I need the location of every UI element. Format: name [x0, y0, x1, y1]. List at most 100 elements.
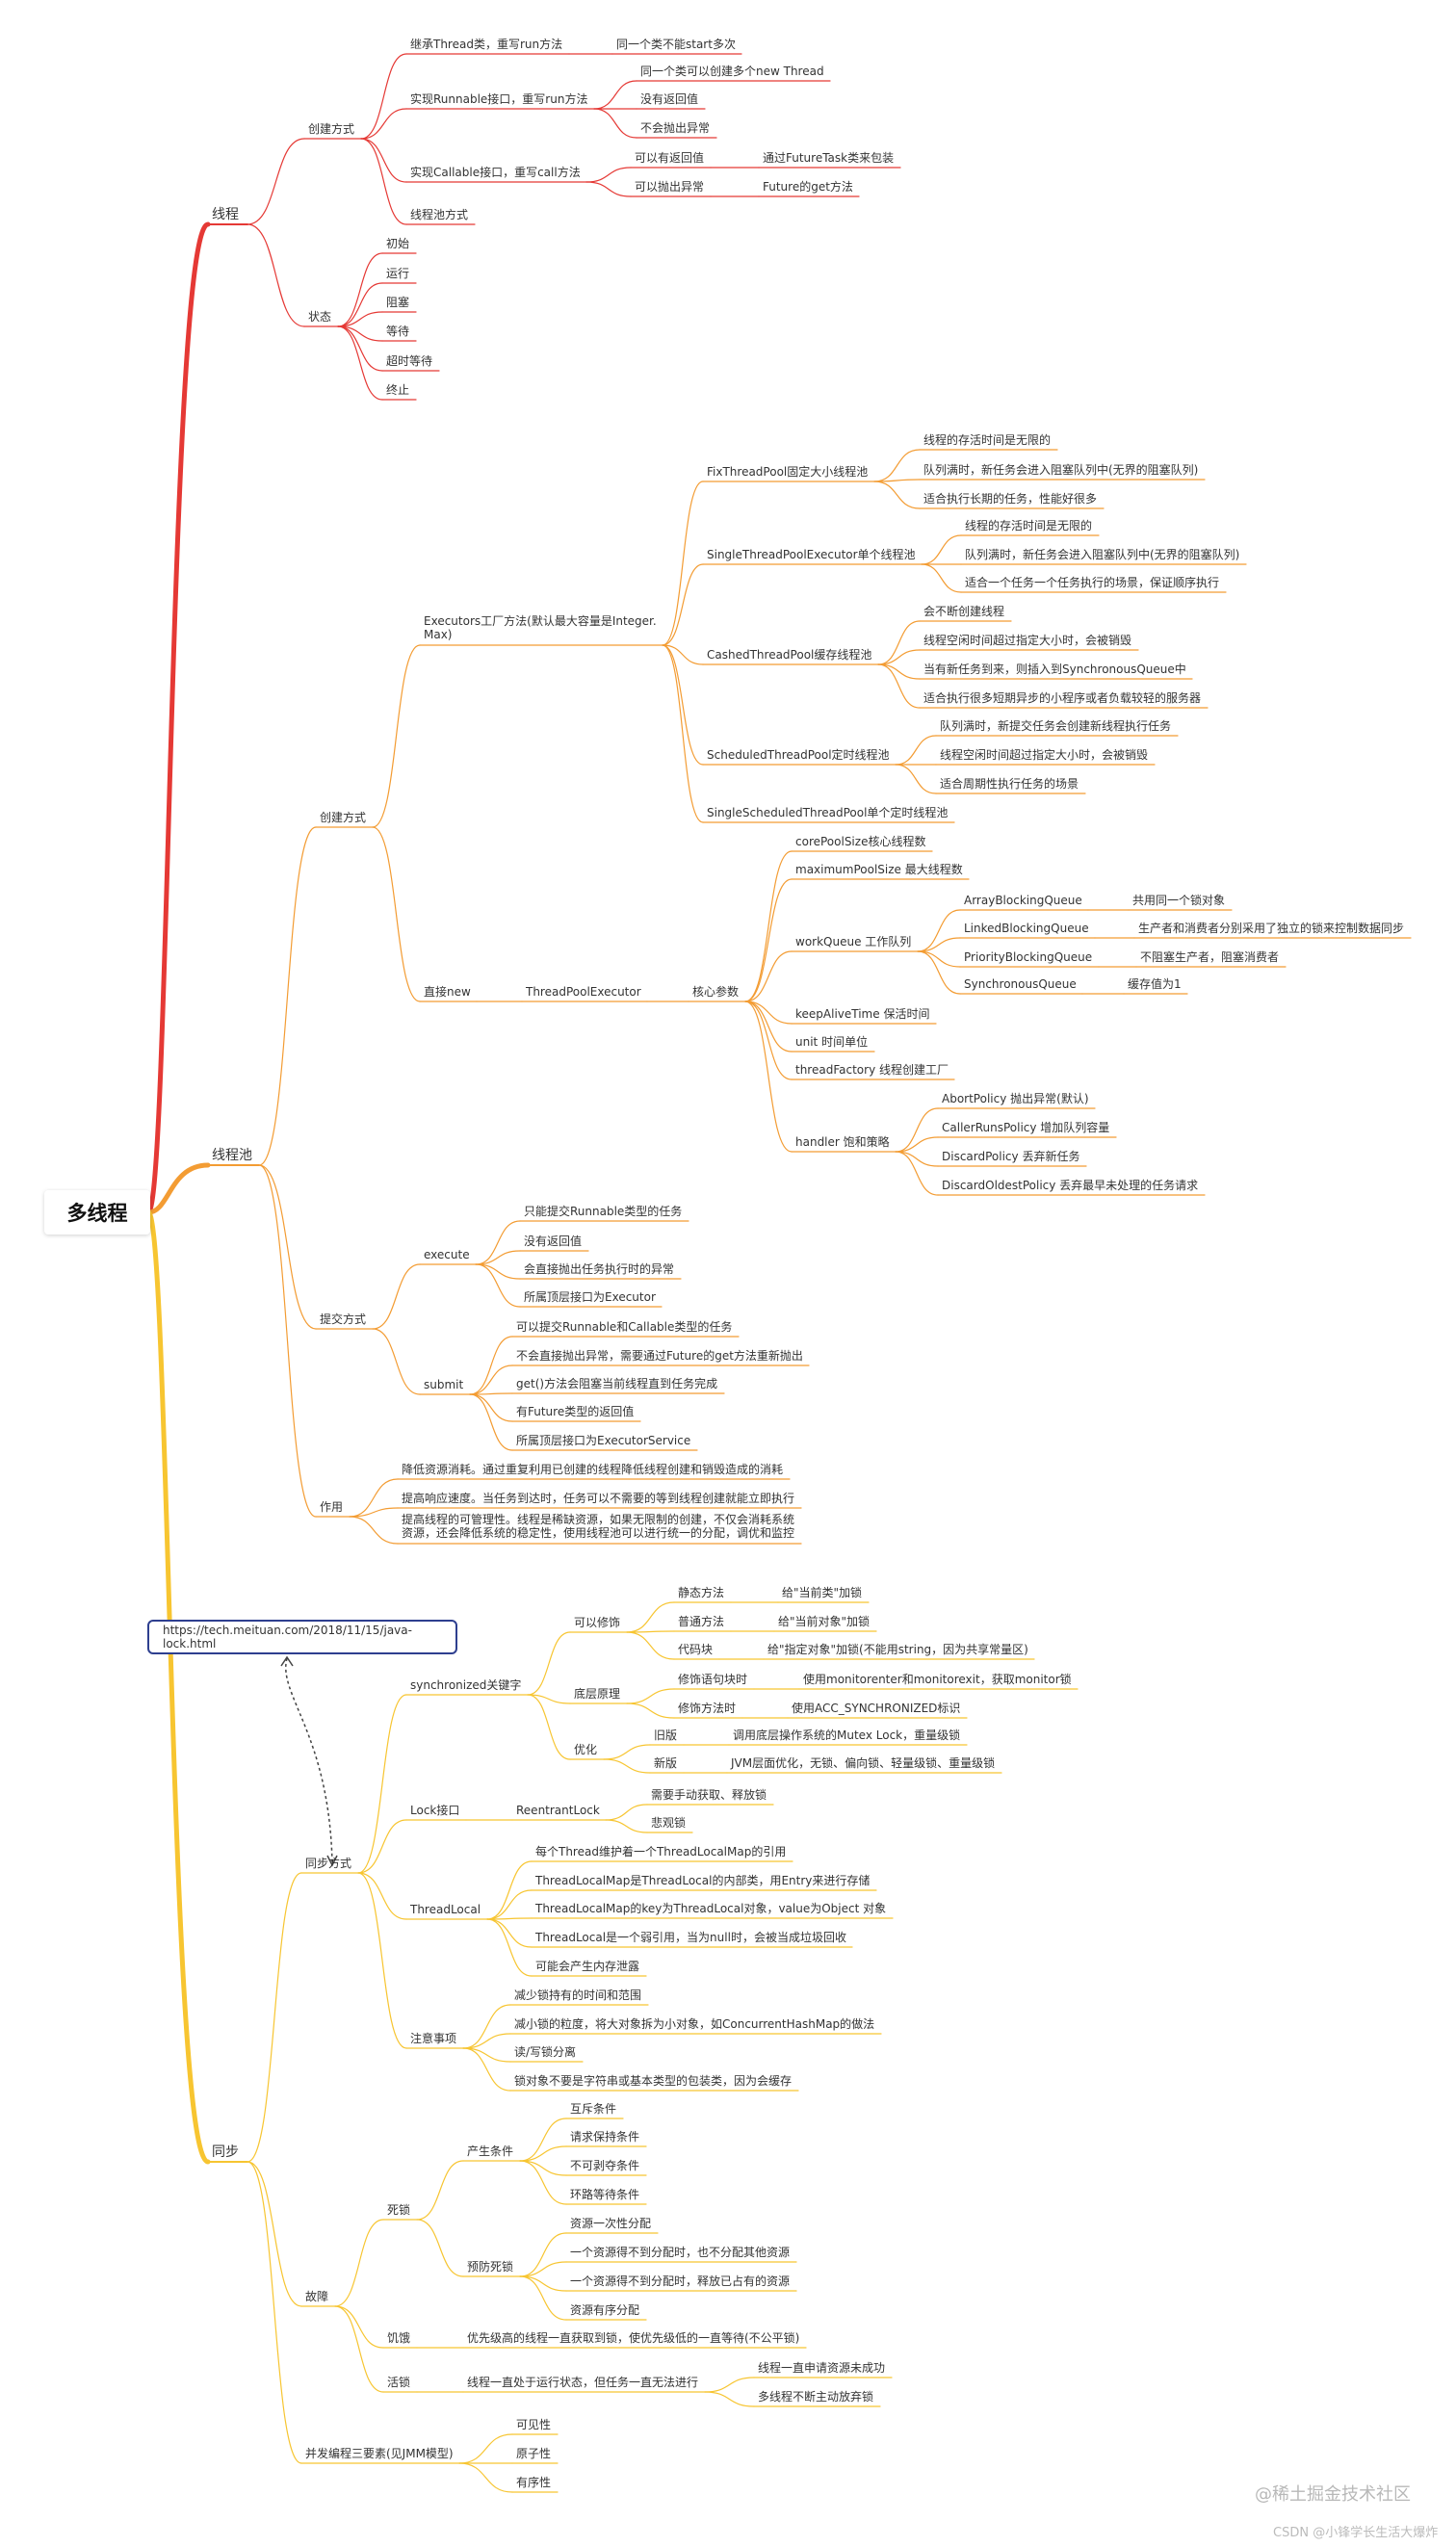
root-node[interactable]: 多线程 [44, 1190, 150, 1235]
topic-0-0-1[interactable]: 实现Runnable接口，重写run方法 [410, 92, 588, 106]
topic-2-0-1-0-1[interactable]: 悲观锁 [651, 1816, 687, 1830]
topic-1-1-0-2[interactable]: 会直接抛出任务执行时的异常 [524, 1262, 675, 1276]
topic-2-0-2-3[interactable]: ThreadLocal是一个弱引用，当为null时，会被当成垃圾回收 [535, 1931, 846, 1944]
topic-1-0-0-0-2[interactable]: 适合执行长期的任务，性能好很多 [923, 492, 1098, 506]
topic-1-0-0-1-1[interactable]: 队列满时，新任务会进入阻塞队列中(无界的阻塞队列) [965, 548, 1240, 561]
topic-2-0-2-1[interactable]: ThreadLocalMap是ThreadLocal的内部类，用Entry来进行… [535, 1874, 871, 1887]
topic-1-0-0-4[interactable]: SingleScheduledThreadPool单个定时线程池 [707, 806, 949, 819]
branch-2[interactable]: 同步 [212, 2144, 239, 2160]
topic-2-2[interactable]: 并发编程三要素(见JMM模型) [305, 2447, 454, 2460]
topic-2-0-0-2[interactable]: 优化 [574, 1743, 598, 1756]
branch-0[interactable]: 线程 [212, 207, 239, 222]
topic-2-1[interactable]: 故障 [305, 2290, 329, 2303]
topic-1-2-2[interactable]: 提高线程的可管理性。线程是稀缺资源，如果无限制的创建，不仅会消耗系统 资源，还会… [402, 1513, 795, 1540]
topic-1-0-0-2-2[interactable]: 当有新任务到来，则插入到SynchronousQueue中 [923, 663, 1186, 676]
topic-2-1-2-0-0[interactable]: 线程一直申请资源未成功 [758, 2361, 886, 2375]
topic-2-2-0[interactable]: 可见性 [516, 2418, 552, 2431]
topic-2-2-1[interactable]: 原子性 [516, 2447, 552, 2460]
topic-0-1-2[interactable]: 阻塞 [386, 296, 410, 309]
topic-1-1[interactable]: 提交方式 [320, 1312, 367, 1326]
topic-2-0-1[interactable]: Lock接口 [410, 1804, 460, 1817]
topic-2-0-2-0[interactable]: 每个Thread维护着一个ThreadLocalMap的引用 [535, 1845, 787, 1858]
topic-1-0-1-0-0-2-3-0[interactable]: 缓存值为1 [1128, 977, 1182, 991]
topic-1-0-1[interactable]: 直接new [424, 985, 471, 999]
topic-1-0-1-0-0-1[interactable]: maximumPoolSize 最大线程数 [795, 863, 963, 876]
topic-2-0-0-2-0-0[interactable]: 调用底层操作系统的Mutex Lock，重量级锁 [733, 1728, 961, 1742]
topic-1-2-0[interactable]: 降低资源消耗。通过重复利用已创建的线程降低线程创建和销毁造成的消耗 [402, 1463, 784, 1476]
topic-2-0-3-2[interactable]: 读/写锁分离 [514, 2045, 577, 2059]
topic-0-0-2-0-0[interactable]: 通过FutureTask类来包装 [763, 151, 895, 165]
topic-0-1[interactable]: 状态 [308, 310, 332, 324]
topic-2-0-0-2-1[interactable]: 新版 [654, 1756, 678, 1770]
topic-2-1-0-0-0[interactable]: 互斥条件 [570, 2102, 617, 2116]
topic-1-0[interactable]: 创建方式 [320, 811, 367, 824]
topic-2-0-3-3[interactable]: 锁对象不要是字符串或基本类型的包装类，因为会缓存 [514, 2074, 793, 2088]
topic-0-0-0[interactable]: 继承Thread类，重写run方法 [410, 38, 563, 51]
topic-1-0-0-0-0[interactable]: 线程的存活时间是无限的 [923, 433, 1052, 447]
topic-1-0-0-3[interactable]: ScheduledThreadPool定时线程池 [707, 748, 890, 762]
topic-0-1-1[interactable]: 运行 [386, 267, 410, 280]
topic-0-1-4[interactable]: 超时等待 [386, 354, 433, 368]
topic-1-0-1-0-0-2-1[interactable]: LinkedBlockingQueue [964, 922, 1089, 935]
topic-2-1-2[interactable]: 活锁 [387, 2376, 411, 2389]
topic-2-1-0-0-2[interactable]: 不可剥夺条件 [570, 2159, 640, 2172]
topic-1-0-0-0-1[interactable]: 队列满时，新任务会进入阻塞队列中(无界的阻塞队列) [923, 463, 1199, 477]
topic-1-0-1-0-0-2-2[interactable]: PriorityBlockingQueue [964, 950, 1093, 964]
topic-0-0-3[interactable]: 线程池方式 [410, 208, 469, 221]
topic-2-0[interactable]: 同步方式 [305, 1857, 352, 1870]
topic-1-0-1-0-0-6-1[interactable]: CallerRunsPolicy 增加队列容量 [942, 1121, 1110, 1134]
topic-1-0-1-0-0-2-1-0[interactable]: 生产者和消费者分别采用了独立的锁来控制数据同步 [1138, 922, 1405, 935]
topic-1-0-0-2-0[interactable]: 会不断创建线程 [923, 605, 1005, 618]
topic-1-0-0-2-3[interactable]: 适合执行很多短期异步的小程序或者负载较轻的服务器 [923, 691, 1202, 705]
topic-0-0-0-0[interactable]: 同一个类不能start多次 [616, 38, 736, 51]
topic-2-0-0-2-1-0[interactable]: JVM层面优化，无锁、偏向锁、轻量级锁、重量级锁 [731, 1756, 996, 1770]
topic-2-0-0-2-0[interactable]: 旧版 [654, 1728, 678, 1742]
topic-2-0-0-0-0[interactable]: 静态方法 [678, 1586, 725, 1599]
topic-2-0-3-1[interactable]: 减小锁的粒度，将大对象拆为小对象，如ConcurrentHashMap的做法 [514, 2017, 875, 2031]
topic-0-0-1-0[interactable]: 同一个类可以创建多个new Thread [640, 65, 824, 78]
topic-1-1-1-1[interactable]: 不会直接抛出异常，需要通过Future的get方法重新抛出 [516, 1349, 803, 1363]
topic-1-2[interactable]: 作用 [320, 1500, 344, 1514]
topic-0-0-2[interactable]: 实现Callable接口，重写call方法 [410, 166, 581, 179]
topic-1-0-1-0-0-6-3[interactable]: DiscardOldestPolicy 丢弃最早未处理的任务请求 [942, 1179, 1199, 1192]
topic-1-0-1-0-0-0[interactable]: corePoolSize核心线程数 [795, 835, 926, 848]
topic-1-2-1[interactable]: 提高响应速度。当任务到达时，任务可以不需要的等到线程创建就能立即执行 [402, 1492, 795, 1505]
topic-0-0-1-2[interactable]: 不会抛出异常 [640, 121, 711, 135]
topic-2-0-3[interactable]: 注意事项 [410, 2032, 457, 2045]
topic-2-0-0-0[interactable]: 可以修饰 [574, 1616, 621, 1629]
topic-2-1-0-0[interactable]: 产生条件 [467, 2144, 514, 2158]
topic-1-0-1-0-0-2-0[interactable]: ArrayBlockingQueue [964, 894, 1082, 907]
topic-2-0-0-1-0-0[interactable]: 使用monitorenter和monitorexit，获取monitor锁 [803, 1673, 1072, 1686]
topic-2-0-2-4[interactable]: 可能会产生内存泄露 [535, 1960, 640, 1973]
topic-0-0[interactable]: 创建方式 [308, 122, 355, 136]
topic-2-0-0-0-1[interactable]: 普通方法 [678, 1615, 725, 1628]
topic-1-0-0-3-2[interactable]: 适合周期性执行任务的场景 [940, 777, 1079, 791]
topic-1-1-0[interactable]: execute [424, 1248, 470, 1261]
topic-1-1-0-0[interactable]: 只能提交Runnable类型的任务 [524, 1205, 683, 1218]
topic-1-1-1-2[interactable]: get()方法会阻塞当前线程直到任务完成 [516, 1377, 718, 1390]
reference-link-box[interactable]: https://tech.meituan.com/2018/11/15/java… [147, 1620, 457, 1654]
topic-1-0-1-0-0-6[interactable]: handler 饱和策略 [795, 1135, 890, 1149]
topic-2-0-0-0-1-0[interactable]: 给"当前对象"加锁 [778, 1615, 871, 1628]
topic-1-0-0-3-1[interactable]: 线程空闲时间超过指定大小时，会被销毁 [940, 748, 1149, 762]
topic-2-1-0-0-3[interactable]: 环路等待条件 [570, 2188, 640, 2201]
topic-1-0-1-0-0-2-0-0[interactable]: 共用同一个锁对象 [1132, 894, 1226, 907]
topic-2-1-0-1-1[interactable]: 一个资源得不到分配时，也不分配其他资源 [570, 2246, 791, 2259]
topic-2-0-0-1-1-0[interactable]: 使用ACC_SYNCHRONIZED标识 [792, 1702, 961, 1715]
topic-1-0-1-0[interactable]: ThreadPoolExecutor [526, 985, 641, 999]
topic-1-0-0-2-1[interactable]: 线程空闲时间超过指定大小时，会被销毁 [923, 634, 1132, 647]
topic-0-0-2-1-0[interactable]: Future的get方法 [763, 180, 853, 194]
topic-1-1-0-1[interactable]: 没有返回值 [524, 1235, 583, 1248]
topic-1-0-0-1-0[interactable]: 线程的存活时间是无限的 [965, 519, 1093, 533]
topic-2-1-1-0[interactable]: 优先级高的线程一直获取到锁，使优先级低的一直等待(不公平锁) [467, 2331, 800, 2345]
topic-1-0-1-0-0-4[interactable]: unit 时间单位 [795, 1035, 869, 1049]
topic-1-1-1-0[interactable]: 可以提交Runnable和Callable类型的任务 [516, 1320, 733, 1334]
topic-2-1-2-0-1[interactable]: 多线程不断主动放弃锁 [758, 2390, 874, 2404]
topic-2-1-0-1-2[interactable]: 一个资源得不到分配时，释放已占有的资源 [570, 2274, 791, 2288]
topic-2-0-2-2[interactable]: ThreadLocalMap的key为ThreadLocal对象，value为O… [535, 1902, 887, 1915]
topic-1-0-1-0-0-6-2[interactable]: DiscardPolicy 丢弃新任务 [942, 1150, 1080, 1163]
topic-2-0-0-0-2-0[interactable]: 给"指定对象"加锁(不能用string，因为共享常量区) [767, 1643, 1028, 1656]
topic-2-1-0-1[interactable]: 预防死锁 [467, 2260, 514, 2274]
topic-2-0-0-1[interactable]: 底层原理 [574, 1687, 621, 1701]
topic-2-1-0-0-1[interactable]: 请求保持条件 [570, 2130, 640, 2144]
